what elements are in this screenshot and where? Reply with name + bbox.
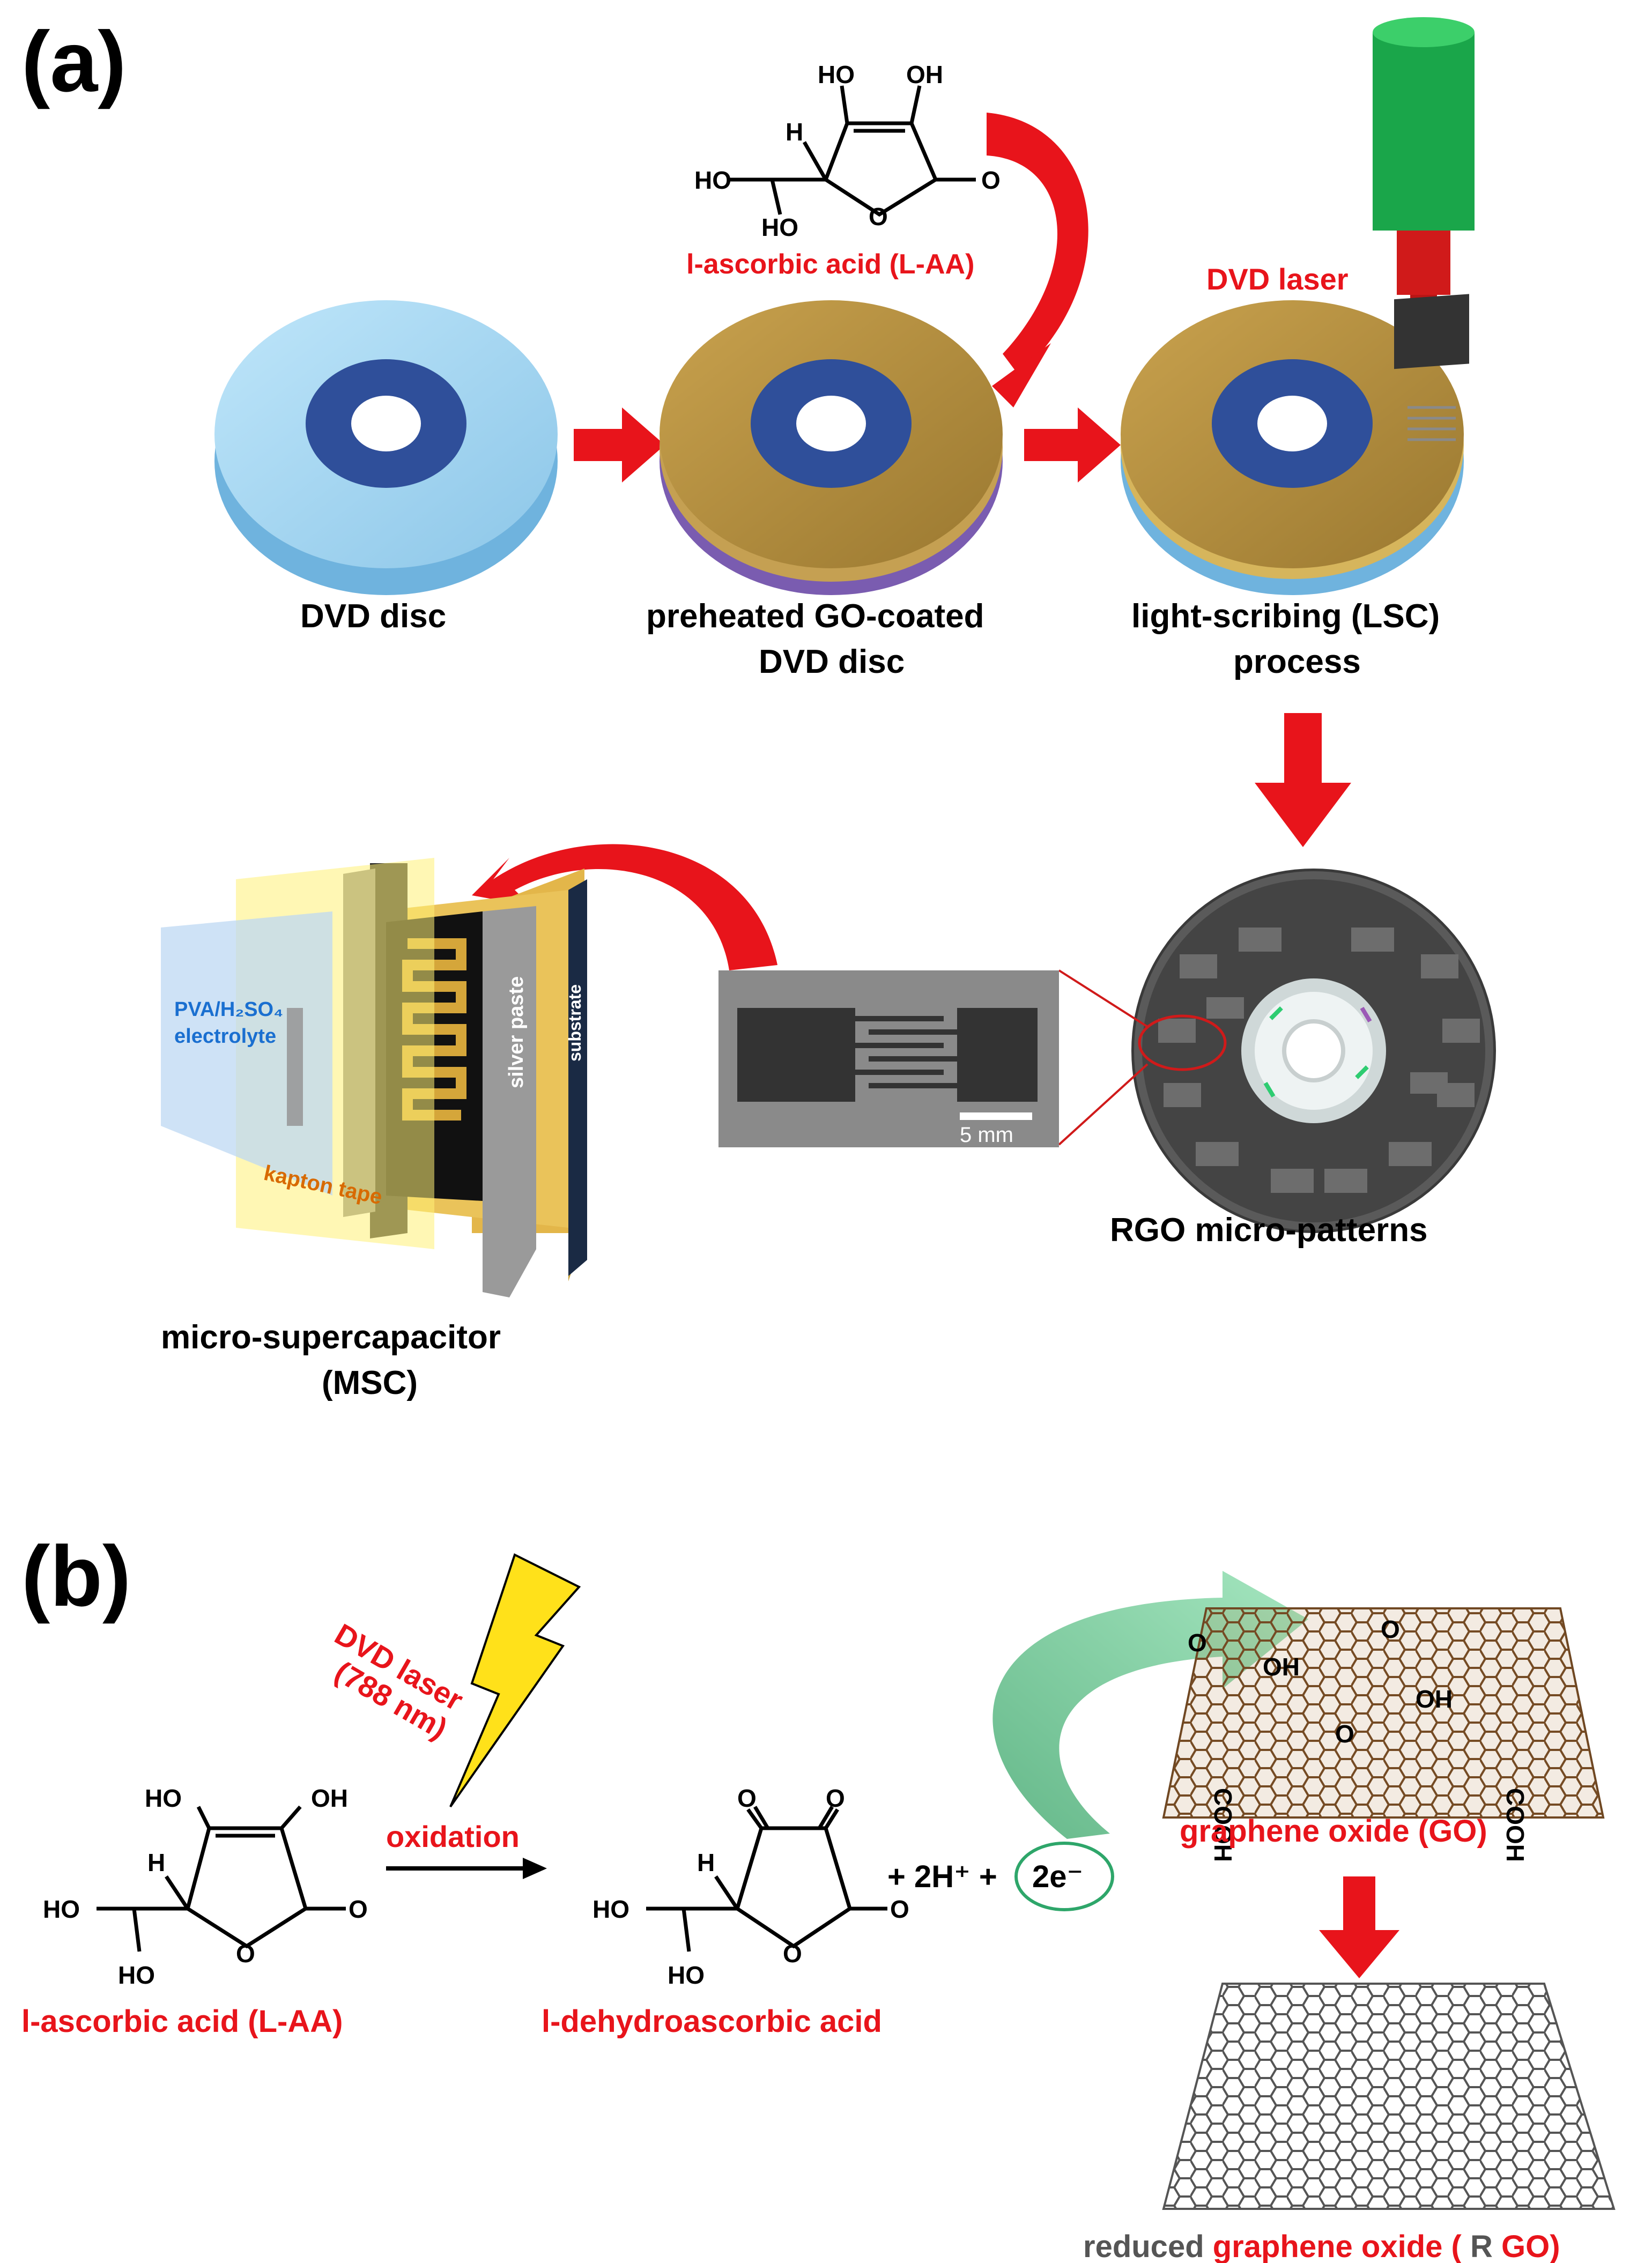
ascorbic-acid-label-top: l-ascorbic acid (L-AA) [686, 249, 974, 280]
svg-text:O: O [826, 1784, 845, 1812]
product-label: l-dehydroascorbic acid [542, 2004, 882, 2039]
ascorbic-acid-structure-top [729, 85, 976, 217]
curved-arrow-to-msc [472, 844, 777, 970]
laser-label: DVD laser [1206, 262, 1349, 296]
msc-label-line1: micro-supercapacitor [161, 1319, 501, 1356]
svg-text:O: O [1335, 1720, 1354, 1748]
ascorbic-acid-structure-bottom [97, 1805, 346, 1952]
go-label: graphene oxide (GO) [1180, 1814, 1487, 1849]
laser-device [1373, 17, 1475, 429]
reactant-label: l-ascorbic acid (L-AA) [21, 2004, 343, 2039]
svg-text:O: O [1381, 1615, 1400, 1643]
rgo-label: reduced graphene oxide ( R GO) [1083, 2229, 1560, 2263]
svg-text:O: O [869, 203, 888, 231]
electrons-label: 2e⁻ [1032, 1859, 1083, 1894]
rgo-label-part-2: R [1470, 2229, 1493, 2263]
svg-text:HO: HO [694, 166, 731, 194]
svg-text:OH: OH [1416, 1685, 1453, 1713]
svg-text:HO: HO [668, 1961, 705, 1989]
rgo-patterns-label: RGO micro-patterns [1110, 1212, 1428, 1249]
graphene-oxide-sheet [1162, 1607, 1605, 1819]
panel-b-letter: (b) [21, 1528, 131, 1624]
svg-text:O: O [1188, 1629, 1207, 1657]
arrow-right-2 [1024, 407, 1121, 483]
electron-circle [1014, 1842, 1114, 1911]
rgo-label-part-0: reduced [1083, 2229, 1213, 2263]
svg-text:O: O [890, 1895, 909, 1923]
svg-text:H: H [147, 1849, 165, 1876]
svg-text:O: O [349, 1895, 368, 1923]
rgo-sheet [1162, 1983, 1616, 2210]
dvd-disc-light-scribing [1121, 294, 1469, 595]
rgo-label-part-1: graphene oxide ( [1213, 2229, 1462, 2263]
ascorbic-atoms-bottom: HO OH H O O HO HO [43, 1784, 368, 1989]
curved-arrow-ascorbic-to-disc [987, 113, 1088, 375]
msc-substrate-label: substrate [565, 984, 584, 1062]
svg-text:OH: OH [906, 61, 943, 88]
disc3-label-line2: process [1233, 643, 1361, 680]
rgo-label-part-3: GO) [1501, 2229, 1560, 2263]
svg-text:O: O [236, 1940, 255, 1968]
disc2-label-line2: DVD disc [759, 643, 905, 680]
arrow-down-b [1319, 1876, 1399, 1978]
svg-text:O: O [981, 166, 1001, 194]
go-functional-groups: OH OH O O O COOH COOH [1188, 1615, 1529, 1862]
disc3-label-line1: light-scribing (LSC) [1131, 598, 1440, 635]
products-extra: + 2H⁺ + [887, 1859, 997, 1894]
svg-text:COOH: COOH [1209, 1788, 1237, 1862]
zoom-line-top [1058, 969, 1149, 1028]
msc-electrolyte-line2: electrolyte [174, 1025, 276, 1048]
ascorbic-atoms-top: HO OH H O O HO HO [694, 61, 1001, 241]
scale-bar-label: 5 mm [960, 1123, 1013, 1147]
disc2-label-line1: preheated GO-coated [646, 598, 984, 635]
oxidation-label: oxidation [386, 1820, 520, 1853]
svg-text:O: O [737, 1784, 757, 1812]
svg-text:OH: OH [311, 1784, 348, 1812]
arrow-down [1255, 713, 1351, 847]
panel-a-letter: (a) [21, 13, 127, 109]
dehydroascorbic-acid-structure [646, 1806, 887, 1952]
micrograph-inset [718, 970, 1059, 1147]
svg-text:H: H [786, 118, 803, 146]
svg-text:HO: HO [145, 1784, 182, 1812]
arrow-right-1 [574, 407, 665, 483]
svg-text:O: O [783, 1940, 802, 1968]
dehydroascorbic-atoms: O O H O O HO HO [592, 1784, 909, 1989]
dvd-disc-go-coated [660, 300, 1003, 595]
lightning-bolt-icon [449, 1553, 581, 1808]
dvd-disc-plain [214, 300, 558, 595]
zoom-line-bottom [1058, 1063, 1149, 1146]
svg-text:HO: HO [818, 61, 855, 88]
svg-text:OH: OH [1263, 1653, 1300, 1681]
msc-electrolyte-line1: PVA/H₂SO₄ [174, 998, 283, 1021]
svg-text:COOH: COOH [1501, 1788, 1529, 1862]
rgo-disc-photo [1131, 869, 1496, 1233]
msc-device [161, 858, 587, 1297]
svg-text:H: H [697, 1849, 715, 1876]
disc1-label: DVD disc [300, 598, 446, 635]
svg-text:HO: HO [118, 1961, 155, 1989]
msc-silver-label: silver paste [505, 976, 528, 1088]
svg-text:HO: HO [43, 1895, 80, 1923]
svg-text:HO: HO [761, 213, 798, 241]
msc-label-line2: (MSC) [322, 1364, 418, 1401]
svg-text:HO: HO [592, 1895, 629, 1923]
